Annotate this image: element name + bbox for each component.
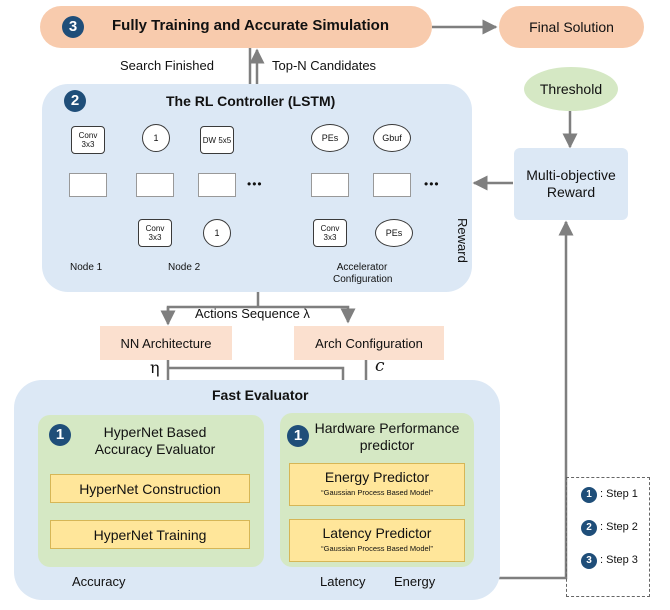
hardware-predictor-title: Hardware Performance predictor — [314, 420, 460, 453]
hypernet-training-label: HyperNet Training — [93, 526, 207, 543]
step-1-badge-right: 1 — [287, 425, 309, 447]
step-3-badge: 3 — [62, 16, 84, 38]
latency-predictor-subtitle: “Gaussian Process Based Model” — [321, 544, 433, 553]
latency-predictor-label: Latency Predictor — [322, 525, 432, 541]
energy-output-label: Energy — [394, 574, 436, 589]
token-conv-3x3-bottom: Conv 3x3 — [138, 219, 172, 247]
legend-step-2-label: : Step 2 — [600, 521, 638, 533]
top-n-candidates-label: Top-N Candidates — [272, 58, 377, 73]
actions-sequence-label: Actions Sequence λ — [195, 306, 310, 321]
legend-box — [566, 477, 650, 597]
token-one-bottom: 1 — [203, 219, 231, 247]
legend-step-1-label: : Step 1 — [600, 488, 638, 500]
token-dw-5x5: DW 5x5 — [200, 126, 234, 154]
latency-predictor-box: Latency Predictor “Gaussian Process Base… — [289, 519, 465, 562]
lstm-ellipsis-1: ••• — [247, 177, 263, 191]
final-solution-label: Final Solution — [529, 19, 614, 35]
legend-step-3-label: : Step 3 — [600, 554, 638, 566]
token-conv-3x3-accel: Conv 3x3 — [313, 219, 347, 247]
legend-step-1-badge: 1 — [581, 487, 597, 503]
arch-configuration-label: Arch Configuration — [315, 335, 423, 351]
token-pes-top: PEs — [311, 124, 349, 152]
node-2-label: Node 2 — [168, 262, 201, 273]
accelerator-configuration-label: Accelerator Configuration — [333, 262, 393, 285]
token-one-top: 1 — [142, 124, 170, 152]
multi-objective-reward-label: Multi-objective Reward — [526, 167, 616, 200]
legend-step-3-badge: 3 — [581, 553, 597, 569]
fully-training-title: Fully Training and Accurate Simulation — [112, 17, 389, 34]
eta-symbol: η — [150, 358, 160, 377]
energy-predictor-label: Energy Predictor — [324, 469, 430, 485]
lstm-cell-5 — [373, 173, 411, 197]
rl-controller-title: The RL Controller (LSTM) — [166, 93, 336, 109]
search-finished-label: Search Finished — [120, 58, 214, 73]
fully-training-box — [40, 6, 432, 48]
final-solution-box: Final Solution — [499, 6, 644, 48]
lstm-cell-2 — [136, 173, 174, 197]
accuracy-output-label: Accuracy — [72, 574, 126, 589]
lstm-ellipsis-2: ••• — [424, 177, 440, 191]
threshold-label: Threshold — [539, 81, 603, 97]
token-conv-3x3-top: Conv 3x3 — [71, 126, 105, 154]
step-1-badge-left: 1 — [49, 424, 71, 446]
nn-architecture-box: NN Architecture — [100, 326, 232, 360]
threshold-ellipse: Threshold — [524, 67, 618, 111]
hypernet-construction-box: HyperNet Construction — [50, 474, 250, 503]
accuracy-evaluator-title: HyperNet Based Accuracy Evaluator — [94, 424, 216, 457]
energy-predictor-box: Energy Predictor “Gaussian Process Based… — [289, 463, 465, 506]
multi-objective-reward-box: Multi-objective Reward — [514, 148, 628, 220]
hypernet-construction-label: HyperNet Construction — [79, 480, 221, 497]
energy-predictor-subtitle: “Gaussian Process Based Model” — [321, 488, 433, 497]
step-2-badge: 2 — [64, 90, 86, 112]
arch-configuration-box: Arch Configuration — [294, 326, 444, 360]
c-symbol: c — [375, 356, 385, 376]
fast-evaluator-title: Fast Evaluator — [212, 387, 309, 403]
lstm-cell-4 — [311, 173, 349, 197]
node-1-label: Node 1 — [70, 262, 103, 273]
lstm-cell-3 — [198, 173, 236, 197]
token-pes-bottom: PEs — [375, 219, 413, 247]
token-gbuf: Gbuf — [373, 124, 411, 152]
reward-label: Reward — [455, 218, 470, 263]
latency-output-label: Latency — [320, 574, 366, 589]
lstm-cell-1 — [69, 173, 107, 197]
hypernet-training-box: HyperNet Training — [50, 520, 250, 549]
legend-step-2-badge: 2 — [581, 520, 597, 536]
nn-architecture-label: NN Architecture — [120, 335, 212, 351]
